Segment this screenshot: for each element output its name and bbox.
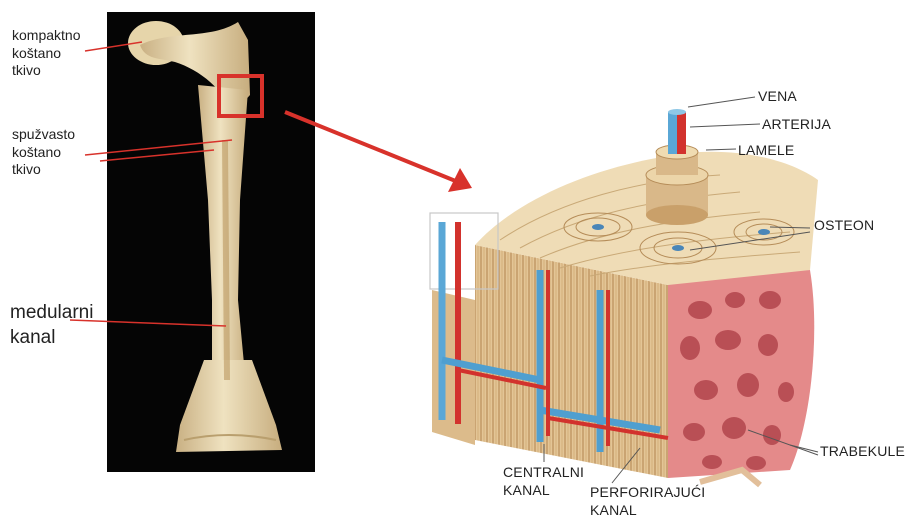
label-vein: VENA	[758, 88, 797, 106]
label-spongy-bone: spužvasto koštano tkivo	[12, 126, 75, 179]
bone-cross-section	[430, 109, 818, 485]
spongy-bone	[668, 270, 814, 485]
label-perforating-canal: PERFORIRAJUĆI KANAL	[590, 484, 705, 519]
label-trabeculae: TRABEKULE	[820, 443, 905, 461]
label-compact-bone: kompaktno koštano tkivo	[12, 27, 80, 80]
label-medullary-canal: medularni kanal	[10, 301, 93, 350]
label-artery: ARTERIJA	[762, 116, 831, 134]
label-lamellae: LAMELE	[738, 142, 794, 160]
label-osteon: OSTEON	[814, 217, 874, 235]
label-central-canal: CENTRALNI KANAL	[503, 464, 584, 499]
